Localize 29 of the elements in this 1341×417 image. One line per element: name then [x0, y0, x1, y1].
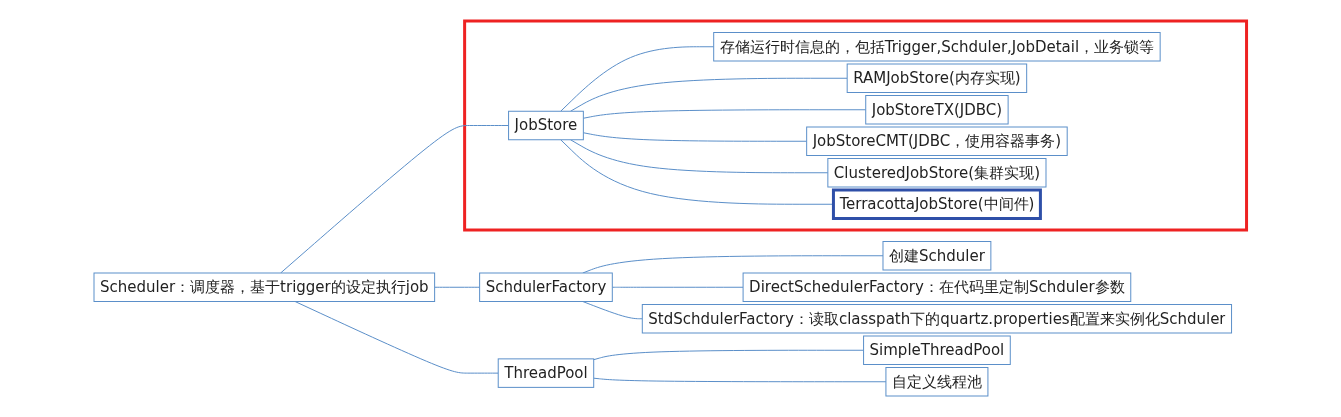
- cluster: [463, 19, 1249, 232]
- connector: [560, 46, 715, 112]
- node-box: 创建Schduler: [882, 241, 992, 271]
- node-box: 存储运行时信息的，包括Trigger,Schduler,JobDetail，业务锁等: [713, 32, 1161, 62]
- node-box: 自定义线程池: [885, 367, 989, 397]
- connector: [570, 139, 829, 174]
- connector: [582, 255, 884, 274]
- node-box: SimpleThreadPool: [863, 335, 1011, 365]
- connector: [583, 109, 867, 119]
- node-box: JobStore: [508, 110, 585, 141]
- connector: [593, 349, 865, 361]
- node-box: JobStoreTX(JDBC): [865, 95, 1009, 125]
- node-box: ClusteredJobStore(集群实现): [827, 158, 1047, 188]
- node-box: DirectSchedulerFactory：在代码里定制Schduler参数: [742, 272, 1132, 302]
- node-box: TerracottaJobStore(中间件): [832, 188, 1043, 220]
- connector: [434, 286, 481, 288]
- connector: [593, 377, 887, 383]
- node-box: JobStoreCMT(JDBC，使用容器事务): [806, 126, 1068, 156]
- connector: [582, 301, 643, 320]
- node-box: ThreadPool: [497, 358, 595, 388]
- connector: [294, 301, 499, 374]
- node-box: RAMJobStore(内存实现): [846, 63, 1028, 93]
- node-box: SchdulerFactory: [479, 272, 613, 302]
- connector: [583, 132, 808, 142]
- connector: [612, 286, 744, 288]
- connector: [570, 77, 848, 112]
- node-box: StdSchdulerFactory：读取classpath下的quartz.properties配置来实例化Schduler: [642, 304, 1233, 334]
- node-box: Scheduler：调度器，基于trigger的设定执行job: [93, 272, 436, 302]
- connector: [280, 125, 510, 274]
